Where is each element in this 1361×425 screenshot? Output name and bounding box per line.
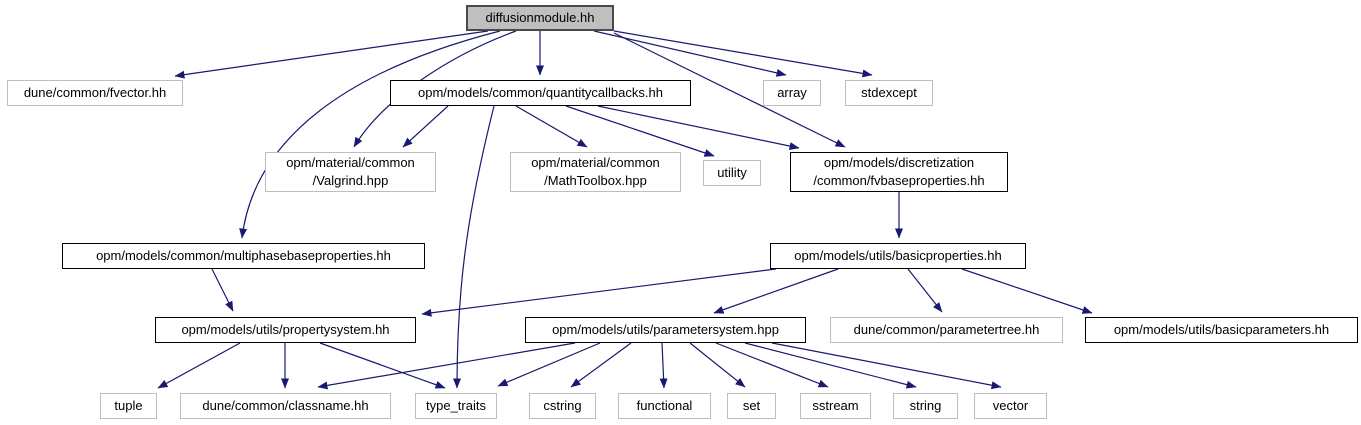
node-utility: utility bbox=[703, 160, 761, 186]
node-set: set bbox=[727, 393, 776, 419]
node-opm-models-utils-propertysystem-hh[interactable]: opm/models/utils/propertysystem.hh bbox=[155, 317, 416, 343]
node-opm-models-common-quantitycallbacks-hh[interactable]: opm/models/common/quantitycallbacks.hh bbox=[390, 80, 691, 106]
node-vector: vector bbox=[974, 393, 1047, 419]
node-dune-common-classname-hh: dune/common/classname.hh bbox=[180, 393, 391, 419]
node-dune-common-fvector-hh: dune/common/fvector.hh bbox=[7, 80, 183, 106]
node-opm-models-utils-parametersystem-hpp[interactable]: opm/models/utils/parametersystem.hpp bbox=[525, 317, 806, 343]
node-type-traits: type_traits bbox=[415, 393, 497, 419]
node-opm-models-utils-basicparameters-hh[interactable]: opm/models/utils/basicparameters.hh bbox=[1085, 317, 1358, 343]
node-sstream: sstream bbox=[800, 393, 871, 419]
node-functional: functional bbox=[618, 393, 711, 419]
node-opm-models-common-multiphasebaseproperties-hh[interactable]: opm/models/common/multiphasebaseproperti… bbox=[62, 243, 425, 269]
node-opm-material-common-mathtoolbox-hpp: opm/material/common /MathToolbox.hpp bbox=[510, 152, 681, 192]
node-array: array bbox=[763, 80, 821, 106]
node-opm-material-common-valgrind-hpp: opm/material/common /Valgrind.hpp bbox=[265, 152, 436, 192]
node-tuple: tuple bbox=[100, 393, 157, 419]
node-stdexcept: stdexcept bbox=[845, 80, 933, 106]
node-opm-models-discretization-common-fvbaseproperties-hh[interactable]: opm/models/discretization /common/fvbase… bbox=[790, 152, 1008, 192]
node-opm-models-utils-basicproperties-hh[interactable]: opm/models/utils/basicproperties.hh bbox=[770, 243, 1026, 269]
node-string: string bbox=[893, 393, 958, 419]
node-diffusionmodule-hh: diffusionmodule.hh bbox=[466, 5, 614, 31]
node-dune-common-parametertree-hh: dune/common/parametertree.hh bbox=[830, 317, 1063, 343]
node-cstring: cstring bbox=[529, 393, 596, 419]
